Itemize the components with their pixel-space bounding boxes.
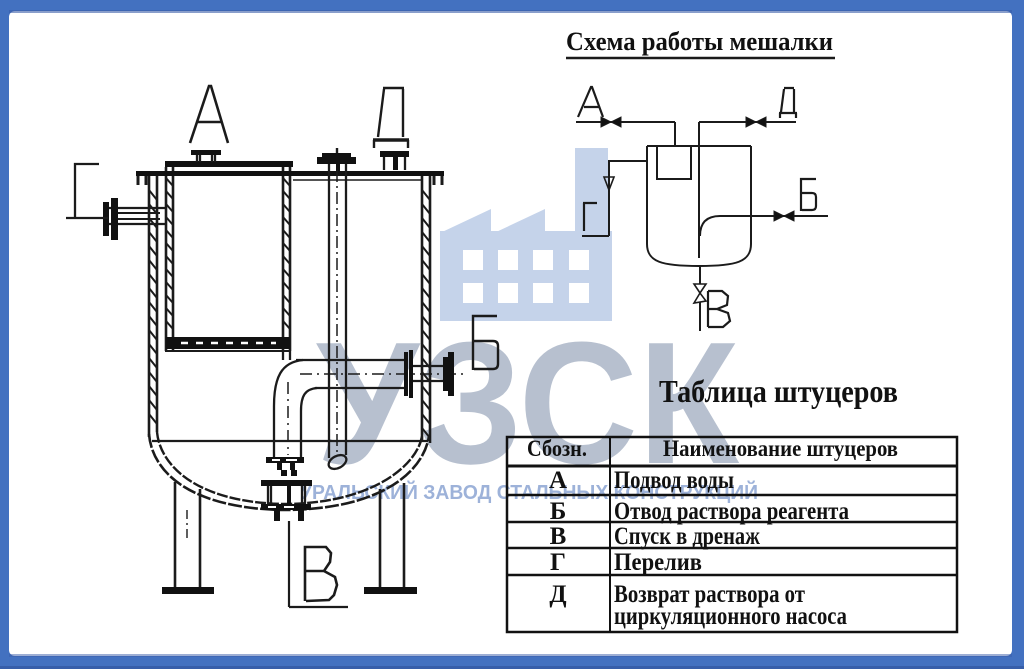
svg-text:Возврат раствора от: Возврат раствора от — [614, 581, 805, 608]
svg-text:Б: Б — [550, 498, 567, 525]
svg-text:А: А — [549, 467, 567, 494]
svg-text:Схема работы мешалки: Схема работы мешалки — [566, 27, 833, 56]
svg-text:Отвод раствора реагента: Отвод раствора реагента — [614, 498, 849, 525]
svg-text:Сбозн.: Сбозн. — [527, 436, 587, 461]
svg-text:Г: Г — [550, 549, 566, 576]
svg-text:Спуск в дренаж: Спуск в дренаж — [614, 523, 761, 550]
svg-text:Перелив: Перелив — [614, 549, 702, 576]
svg-text:Д: Д — [549, 581, 566, 608]
svg-text:В: В — [550, 523, 567, 550]
svg-text:циркуляционного насоса: циркуляционного насоса — [614, 603, 847, 630]
svg-text:Подвод воды: Подвод воды — [614, 467, 734, 494]
svg-text:Наименование штуцеров: Наименование штуцеров — [663, 436, 898, 461]
svg-text:Таблица штуцеров: Таблица штуцеров — [659, 373, 898, 409]
